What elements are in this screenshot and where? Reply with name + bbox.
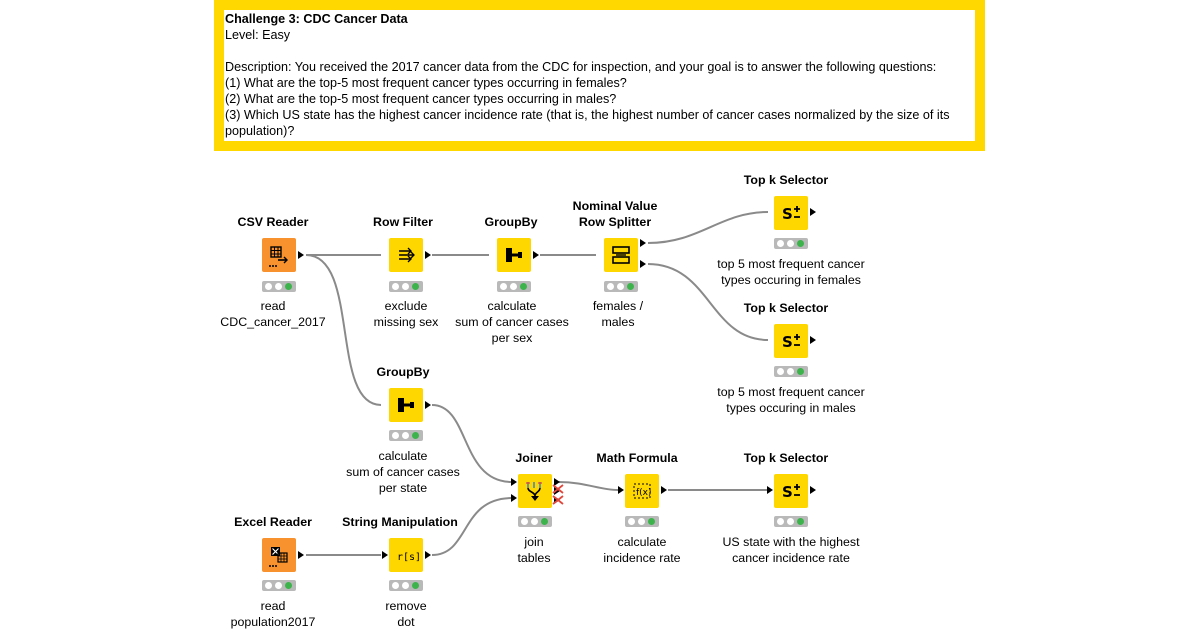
question-2: (2) What are the top-5 most frequent can… (225, 92, 617, 106)
status-indicator (774, 366, 808, 377)
input-port-bottom[interactable] (511, 494, 517, 502)
inactive-port-x-icon (552, 484, 564, 505)
challenge-box: Challenge 3: CDC Cancer Data Level: Easy… (214, 0, 985, 151)
output-port[interactable] (425, 551, 431, 559)
output-port[interactable] (810, 336, 816, 344)
status-indicator (774, 516, 808, 527)
node-title: Math Formula (596, 451, 678, 465)
node-title: Row Filter (373, 215, 433, 229)
output-port-top[interactable] (640, 239, 646, 247)
output-port[interactable] (810, 486, 816, 494)
input-port[interactable] (382, 551, 388, 559)
node-title: GroupBy (484, 215, 538, 229)
status-indicator (389, 281, 423, 292)
node-title: Top k Selector (743, 451, 829, 465)
conn-csv-groupby2 (305, 254, 382, 406)
node-title: CSV Reader (237, 215, 309, 229)
status-indicator (625, 516, 659, 527)
filter-arrows-icon[interactable] (389, 238, 423, 272)
conn-joiner-math (558, 481, 619, 491)
fx-icon[interactable]: f(x) (625, 474, 659, 508)
output-port[interactable] (810, 208, 816, 216)
input-port-top[interactable] (511, 478, 517, 486)
svg-text:S: S (782, 333, 793, 351)
sort-icon[interactable]: S (774, 474, 808, 508)
join-icon[interactable] (518, 474, 552, 508)
conn-string-joiner (431, 497, 513, 556)
output-port[interactable] (425, 251, 431, 259)
svg-text:f(x): f(x) (636, 488, 652, 498)
question-1: (1) What are the top-5 most frequent can… (225, 76, 627, 90)
split-icon[interactable] (604, 238, 638, 272)
status-indicator (518, 516, 552, 527)
status-indicator (389, 580, 423, 591)
output-port-1[interactable] (554, 478, 560, 486)
status-indicator (774, 238, 808, 249)
node-title: GroupBy (376, 365, 430, 379)
challenge-level: Level: Easy (225, 28, 291, 42)
svg-text:S: S (782, 205, 793, 223)
string-icon[interactable]: r[s] (389, 538, 423, 572)
output-port[interactable] (298, 551, 304, 559)
input-port[interactable] (618, 486, 624, 494)
group-icon[interactable] (497, 238, 531, 272)
output-port-bottom[interactable] (640, 260, 646, 268)
question-3: (3) Which US state has the highest cance… (225, 108, 950, 138)
node-title: Joiner (515, 451, 553, 465)
challenge-title: Challenge 3: CDC Cancer Data (225, 12, 408, 26)
node-title: Top k Selector (743, 301, 829, 315)
node-title: String Manipulation (342, 515, 458, 529)
output-port[interactable] (298, 251, 304, 259)
group-icon[interactable] (389, 388, 423, 422)
conn-splitter-topk-f (647, 211, 769, 244)
output-port[interactable] (661, 486, 667, 494)
output-port[interactable] (533, 251, 539, 259)
status-indicator (262, 281, 296, 292)
excel-icon[interactable] (262, 538, 296, 572)
status-indicator (604, 281, 638, 292)
output-port[interactable] (425, 401, 431, 409)
output-port-2[interactable] (554, 487, 560, 495)
status-indicator (262, 580, 296, 591)
sort-icon[interactable]: S (774, 196, 808, 230)
conn-splitter-topk-m (647, 263, 769, 341)
status-indicator (389, 430, 423, 441)
node-title: Excel Reader (234, 515, 312, 529)
challenge-text: Challenge 3: CDC Cancer Data Level: Easy… (224, 10, 975, 141)
input-port[interactable] (767, 486, 773, 494)
node-title: Top k Selector (743, 173, 829, 187)
svg-text:r[s]: r[s] (397, 552, 421, 563)
status-indicator (497, 281, 531, 292)
table-arrow-icon[interactable] (262, 238, 296, 272)
node-label: females /males (592, 299, 644, 329)
challenge-description: Description: You received the 2017 cance… (225, 60, 937, 74)
svg-text:S: S (782, 483, 793, 501)
conn-groupby2-joiner (431, 404, 513, 483)
sort-icon[interactable]: S (774, 324, 808, 358)
